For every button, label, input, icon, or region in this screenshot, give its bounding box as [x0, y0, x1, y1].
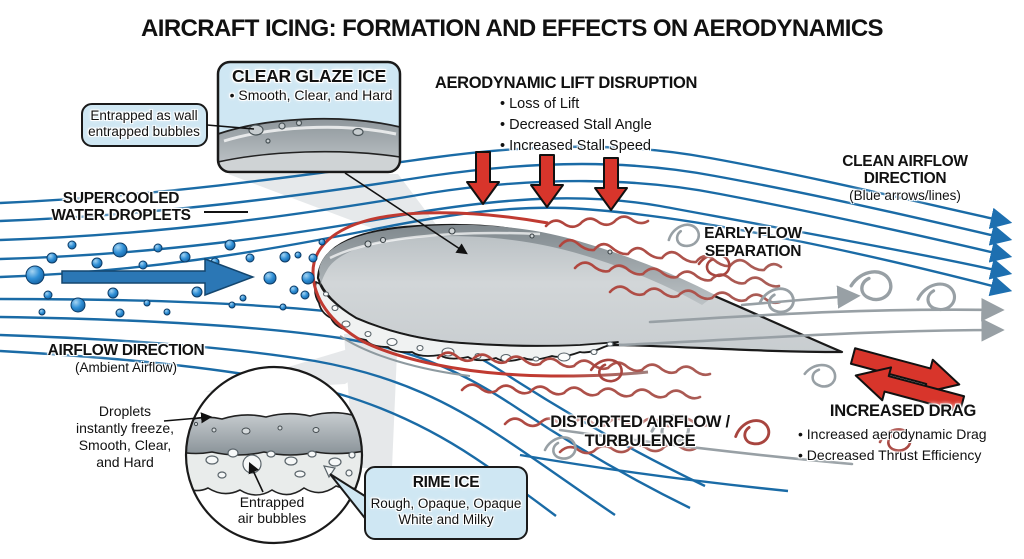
drag-title: INCREASED DRAG [829, 402, 977, 420]
airfoil [314, 223, 844, 363]
rime-title: RIME ICE [412, 474, 480, 491]
rime-magnifier-circle [184, 365, 364, 545]
lift-title: AERODYNAMIC LIFT DISRUPTION [434, 74, 698, 92]
clear-glaze-callout-box [216, 60, 402, 174]
glaze-ice-band [319, 224, 715, 305]
lift-bullets: • Loss of Lift • Decreased Stall Angle •… [500, 96, 652, 155]
glaze-bubbles [364, 227, 613, 255]
drag-bullets: • Increased aerodynamic Drag • Decreased… [798, 426, 987, 463]
clear-glaze-bullet: • Smooth, Clear, and Hard [229, 87, 393, 103]
lift-disruption-arrows [466, 151, 628, 211]
clear-glaze-title: CLEAR GLAZE ICE [232, 66, 386, 86]
page-title: AIRCRAFT ICING: FORMATION AND EFFECTS ON… [141, 15, 884, 42]
rime-callout-box [329, 466, 528, 540]
airflow-direction-arrow [61, 257, 256, 297]
wake-turbulence [436, 215, 1005, 466]
connector-lines [163, 124, 468, 493]
red-boundary-line [311, 211, 649, 378]
